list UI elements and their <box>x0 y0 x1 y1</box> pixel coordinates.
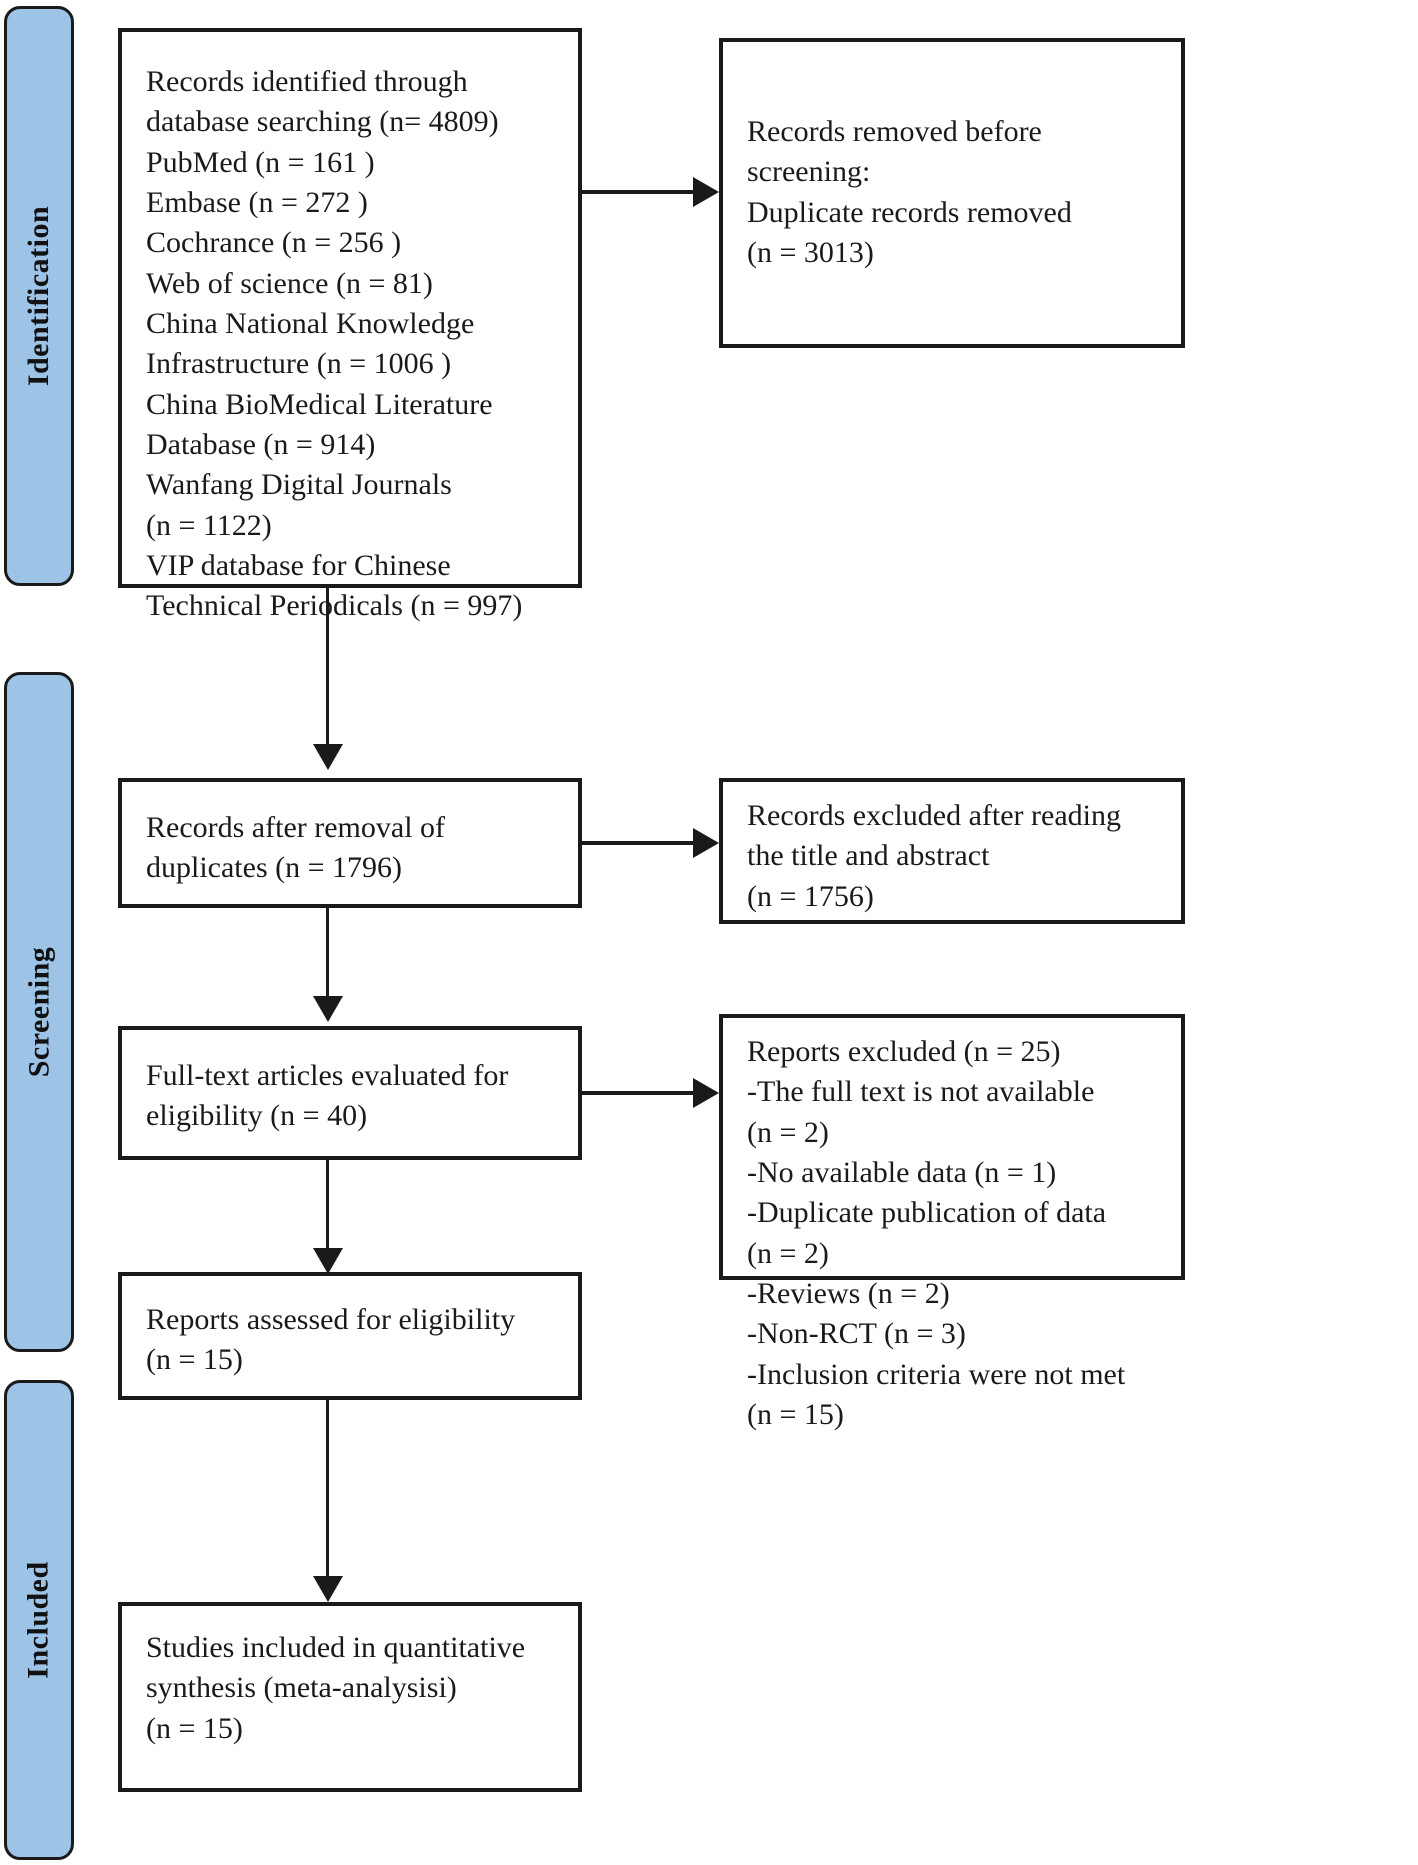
stage-label-identification: Identification <box>22 205 55 387</box>
box-studies-included: Studies included in quantitative synthes… <box>118 1602 582 1792</box>
arrowhead-after-duplicates-to-excluded <box>693 828 719 858</box>
box-fulltext-evaluated-text: Full-text articles evaluated for eligibi… <box>146 1059 509 1133</box>
connector-identified-to-removed <box>582 190 694 194</box>
connector-after-duplicates-to-excluded <box>582 841 694 845</box>
box-records-excluded-title-abstract: Records excluded after reading the title… <box>719 778 1185 924</box>
stage-label-included: Included <box>22 1561 56 1679</box>
box-reports-assessed-text: Reports assessed for eligibility (n = 15… <box>146 1303 516 1377</box>
box-reports-excluded: Reports excluded (n = 25) -The full text… <box>719 1014 1185 1431</box>
box-records-identified: Records identified through database sear… <box>118 28 582 622</box>
box-reports-excluded-text: Reports excluded (n = 25) -The full text… <box>747 1035 1126 1432</box>
arrowhead-after-duplicates-to-fulltext <box>313 996 343 1022</box>
connector-fulltext-to-reports-excluded <box>582 1091 694 1095</box>
box-fulltext-evaluated: Full-text articles evaluated for eligibi… <box>118 1026 582 1160</box>
box-records-after-duplicates-text: Records after removal of duplicates (n =… <box>146 811 446 885</box>
stage-bar-screening: Screening <box>4 672 74 1352</box>
connector-after-duplicates-to-fulltext <box>326 908 329 1000</box>
connector-fulltext-to-assessed <box>326 1160 329 1252</box>
box-reports-assessed: Reports assessed for eligibility (n = 15… <box>118 1272 582 1400</box>
arrowhead-fulltext-to-reports-excluded <box>693 1078 719 1108</box>
connector-identified-to-after-duplicates <box>326 588 329 748</box>
arrowhead-identified-to-after-duplicates <box>313 744 343 770</box>
box-records-removed-text: Records removed before screening: Duplic… <box>747 115 1072 270</box>
connector-assessed-to-included <box>326 1400 329 1580</box>
stage-bar-identification: Identification <box>4 6 74 586</box>
box-records-removed: Records removed before screening: Duplic… <box>719 38 1185 348</box>
box-records-excluded-title-abstract-text: Records excluded after reading the title… <box>747 799 1121 913</box>
arrowhead-fulltext-to-assessed <box>313 1248 343 1274</box>
box-records-after-duplicates: Records after removal of duplicates (n =… <box>118 778 582 908</box>
box-records-identified-text: Records identified through database sear… <box>146 65 523 623</box>
arrowhead-assessed-to-included <box>313 1576 343 1602</box>
box-studies-included-text: Studies included in quantitative synthes… <box>146 1631 526 1745</box>
stage-bar-included: Included <box>4 1380 74 1860</box>
arrowhead-identified-to-removed <box>693 177 719 207</box>
stage-label-screening: Screening <box>22 946 56 1078</box>
